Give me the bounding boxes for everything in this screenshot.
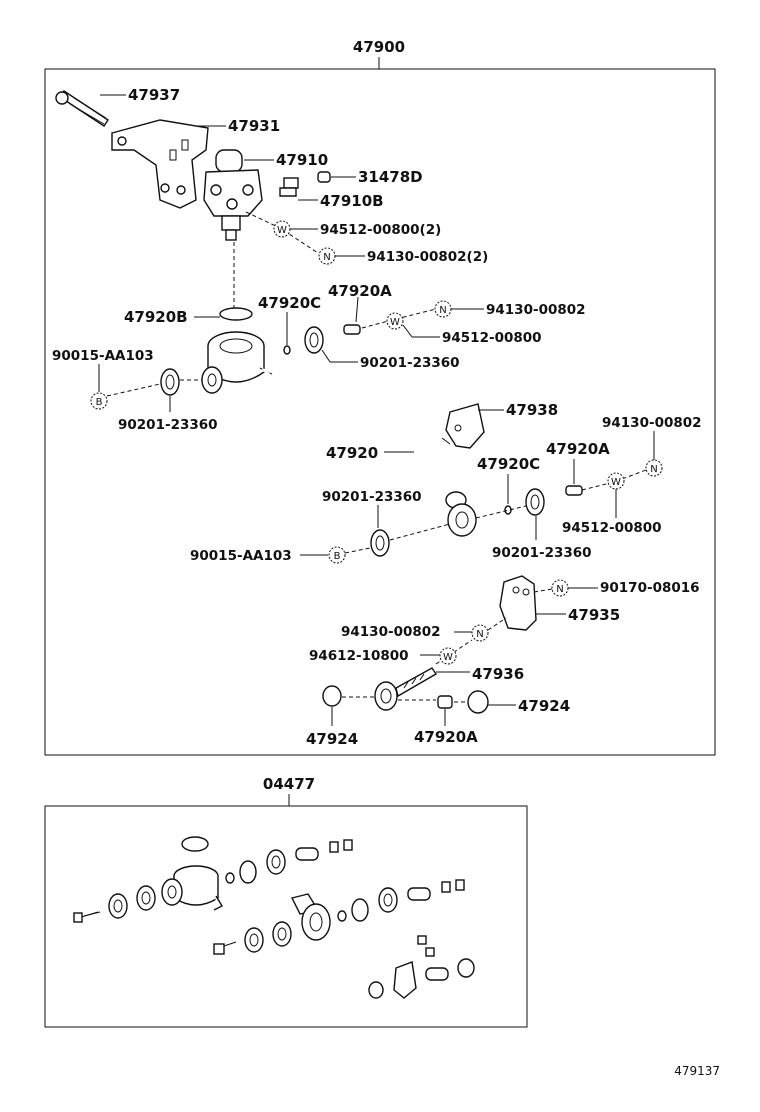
washer-symbol-1: W xyxy=(273,220,291,238)
kit-frame xyxy=(44,805,528,1028)
svg-text:B: B xyxy=(96,397,103,408)
svg-text:N: N xyxy=(476,629,483,640)
svg-text:W: W xyxy=(390,317,400,328)
hose-47920-drawing xyxy=(261,368,477,537)
svg-text:W: W xyxy=(443,652,453,663)
washer-symbol-2: W xyxy=(386,312,404,330)
svg-text:W: W xyxy=(277,225,287,236)
label-47935: 47935 xyxy=(568,606,620,624)
dash-hose-end xyxy=(475,505,527,519)
nut-symbol-4: N xyxy=(551,579,569,597)
washer-symbol-4: W xyxy=(439,647,457,665)
svg-text:B: B xyxy=(334,551,341,562)
dash-pin-right xyxy=(581,469,647,491)
label-90015-AA103-b: 90015-AA103 xyxy=(190,548,292,564)
label-94512-00800-b: 94512-00800 xyxy=(562,520,662,536)
label-94612-10800: 94612-10800 xyxy=(309,648,409,664)
label-47936: 47936 xyxy=(472,665,524,683)
dash-bolt-a xyxy=(106,383,161,397)
label-47920A-a: 47920A xyxy=(328,282,392,300)
label-90201-23360-a: 90201-23360 xyxy=(360,355,460,371)
label-90170-08016: 90170-08016 xyxy=(600,580,700,596)
label-47920C-b: 47920C xyxy=(477,455,540,473)
leader-90201-a-diag xyxy=(321,349,331,363)
label-47920: 47920 xyxy=(326,444,378,462)
eyebolt-47936-drawing xyxy=(374,667,437,711)
label-90201-23360-c: 90201-23360 xyxy=(322,489,422,505)
dash-bolt-b xyxy=(344,547,371,554)
kit-parts-drawing xyxy=(73,836,475,999)
pin-47920A-b-drawing xyxy=(565,485,583,496)
bolt-symbol-2: B xyxy=(328,546,346,564)
leader-47920A-a xyxy=(355,296,359,323)
svg-text:N: N xyxy=(650,464,657,475)
label-47920C-a: 47920C xyxy=(258,294,321,312)
label-31478D: 31478D xyxy=(358,168,423,186)
union-top-drawing xyxy=(201,331,273,394)
pin-47920A-c-drawing xyxy=(437,695,453,709)
nut-symbol-3: N xyxy=(645,459,663,477)
assembly-number: 47900 xyxy=(353,38,405,56)
label-47920B: 47920B xyxy=(124,308,188,326)
oring-47920B-drawing xyxy=(219,307,253,321)
clip-47938-drawing xyxy=(441,403,485,449)
label-47920A-b: 47920A xyxy=(546,440,610,458)
cap-47924-b-drawing xyxy=(467,690,489,714)
gasket-90201-b-drawing xyxy=(160,368,180,396)
leader-94512-a-diag xyxy=(402,324,413,338)
screw-47910B-drawing xyxy=(279,177,299,197)
label-47924-b: 47924 xyxy=(518,697,570,715)
label-90201-23360-d: 90201-23360 xyxy=(492,545,592,561)
bracket-47935-drawing xyxy=(499,575,537,631)
gasket-90201-a-drawing xyxy=(304,326,324,354)
label-94512-00800-2: 94512-00800(2) xyxy=(320,222,441,238)
nut-symbol-1: N xyxy=(318,247,336,265)
label-47920A-c: 47920A xyxy=(414,728,478,746)
label-47931: 47931 xyxy=(228,117,280,135)
washer-symbol-3: W xyxy=(607,472,625,490)
bracket-47931-drawing xyxy=(111,119,209,209)
svg-text:N: N xyxy=(323,252,330,263)
svg-text:W: W xyxy=(611,477,621,488)
svg-text:N: N xyxy=(439,305,446,316)
dash-90170 xyxy=(533,588,553,593)
label-94130-00802-2: 94130-00802(2) xyxy=(367,249,488,265)
valve-47910-drawing xyxy=(203,149,263,241)
gasket-90201-c-drawing xyxy=(370,529,390,557)
nut-symbol-2: N xyxy=(434,300,452,318)
gasket-90201-d-drawing xyxy=(525,488,545,516)
label-90201-23360-b: 90201-23360 xyxy=(118,417,218,433)
kit-number: 04477 xyxy=(263,775,315,793)
bolt-symbol-1: B xyxy=(90,392,108,410)
label-90015-AA103-a: 90015-AA103 xyxy=(52,348,154,364)
label-94130-00802-a: 94130-00802 xyxy=(486,302,586,318)
pin-47920A-a-drawing xyxy=(343,324,361,335)
label-47910: 47910 xyxy=(276,151,328,169)
svg-text:N: N xyxy=(556,584,563,595)
label-47924-a: 47924 xyxy=(306,730,358,748)
label-47938: 47938 xyxy=(506,401,558,419)
label-94512-00800-a: 94512-00800 xyxy=(442,330,542,346)
label-94130-00802-b: 94130-00802 xyxy=(602,415,702,431)
label-47910B: 47910B xyxy=(320,192,384,210)
assembly-frame xyxy=(44,68,716,756)
bolt-47937-drawing xyxy=(55,90,109,127)
cap-31478D-drawing xyxy=(317,171,331,183)
label-47937: 47937 xyxy=(128,86,180,104)
figure-number: 479137 xyxy=(674,1064,720,1078)
cap-47924-a-drawing xyxy=(322,685,342,707)
ring-47920C-a-drawing xyxy=(283,345,291,355)
label-94130-00802-c: 94130-00802 xyxy=(341,624,441,640)
dash-gasket-c xyxy=(389,523,451,541)
nut-symbol-5: N xyxy=(471,624,489,642)
